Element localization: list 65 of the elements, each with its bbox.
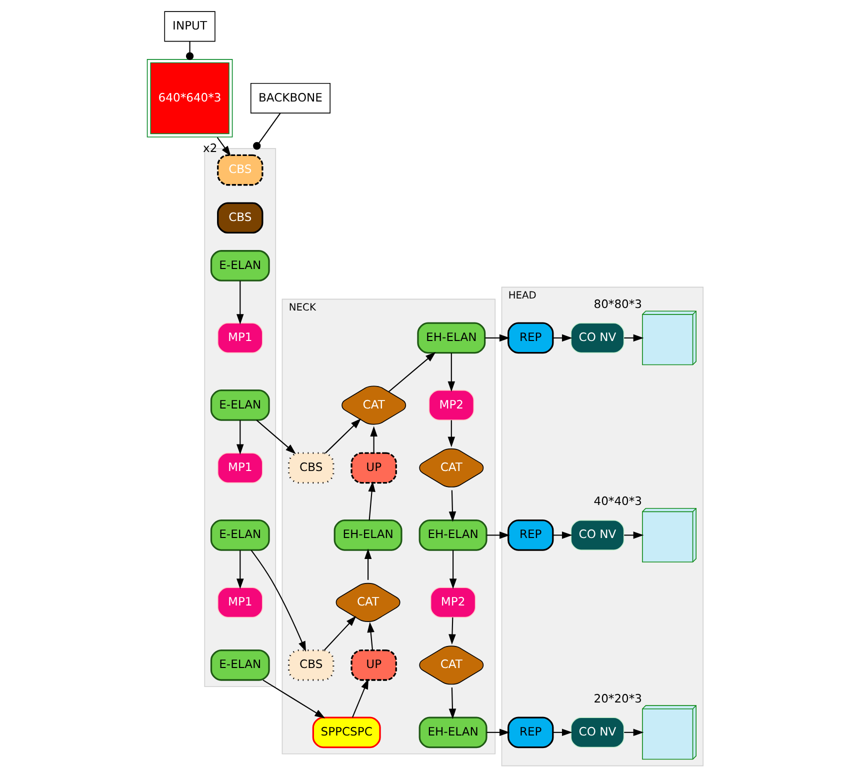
node-box: REP — [508, 716, 554, 748]
node-box: INPUT — [164, 11, 216, 42]
node-box: MP1 — [217, 322, 263, 354]
node-box: CO NV — [570, 520, 624, 550]
arrow — [624, 728, 644, 736]
arrow — [624, 334, 644, 342]
connector — [253, 112, 281, 150]
arrow — [448, 687, 456, 720]
node-label: 80*80*3 — [594, 296, 642, 311]
node-label: x2 — [203, 141, 218, 156]
arrow — [448, 490, 456, 522]
node-box: MP1 — [217, 587, 263, 618]
arrow — [324, 616, 356, 650]
node-box: EH-ELAN — [334, 520, 402, 551]
node-box: E-ELAN — [210, 390, 270, 421]
node-box: CO NV — [570, 717, 624, 748]
node-box: MP2 — [428, 390, 474, 420]
connector — [186, 41, 194, 60]
node-box: REP — [508, 520, 554, 551]
node-box: E-ELAN — [210, 649, 270, 681]
arrow — [449, 550, 457, 590]
arrow — [236, 550, 244, 590]
arrow — [364, 548, 372, 580]
arrow — [486, 728, 510, 736]
arrow — [236, 420, 244, 455]
arrow — [388, 352, 436, 392]
arrow — [216, 137, 231, 156]
arrow — [368, 481, 376, 520]
arrow — [448, 420, 456, 448]
node-box: EH-ELAN — [417, 322, 486, 354]
arrow — [448, 617, 456, 645]
node-box: EH-ELAN — [418, 716, 488, 748]
node-box: 640*640*3 — [146, 59, 233, 138]
arrow — [256, 420, 296, 454]
node-box: CO NV — [570, 322, 624, 354]
arrow — [553, 728, 572, 736]
node-box: UP — [350, 649, 397, 681]
node-box: MP1 — [217, 452, 263, 484]
arrow — [485, 334, 510, 342]
node-box: E-ELAN — [210, 520, 270, 551]
arrow — [352, 678, 369, 718]
node-box: UP — [350, 452, 397, 484]
node-box: CBS — [288, 649, 334, 681]
node-label: 40*40*3 — [594, 494, 642, 508]
node-box: MP2 — [430, 587, 476, 618]
node-box: CBS — [217, 154, 264, 186]
arrow — [367, 622, 374, 650]
arrow — [236, 280, 244, 324]
arrow — [250, 550, 306, 652]
arrow — [370, 426, 378, 453]
arrow — [553, 532, 572, 539]
node-box: CBS — [217, 202, 264, 234]
arrow — [325, 418, 362, 454]
node-label: 20*20*3 — [594, 691, 642, 706]
arrow — [553, 334, 572, 342]
node-box: REP — [508, 322, 554, 354]
node-box: SPPCSPC — [312, 716, 381, 748]
node-box: CBS — [288, 452, 334, 484]
arrow — [262, 680, 326, 718]
node-box: E-ELAN — [210, 250, 270, 282]
arrow — [486, 532, 510, 539]
arrow — [624, 532, 644, 539]
node-box: EH-ELAN — [418, 520, 488, 551]
node-box: BACKBONE — [250, 82, 330, 114]
arrow — [448, 353, 456, 392]
